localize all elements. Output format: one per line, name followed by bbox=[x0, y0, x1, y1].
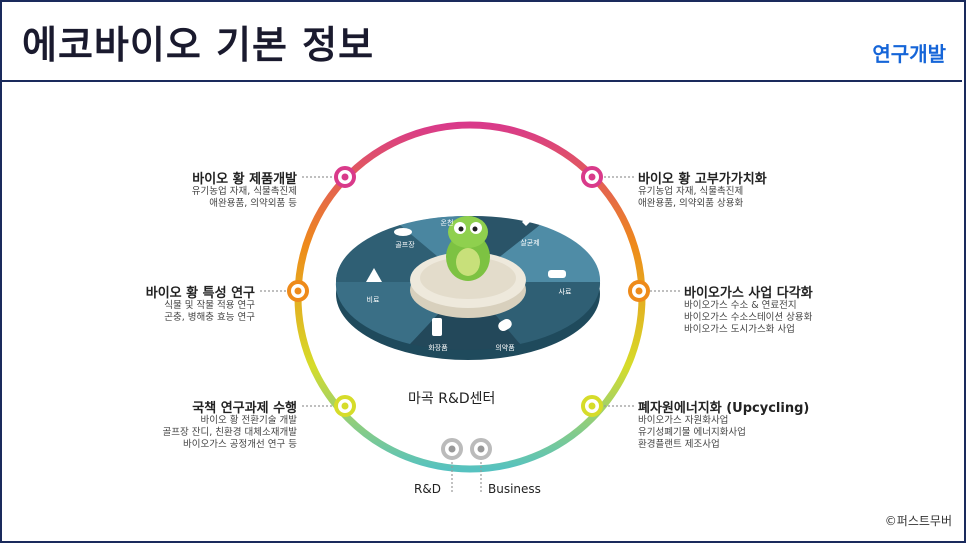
mascot-icon bbox=[446, 216, 490, 281]
ring-node-mid-left bbox=[287, 280, 309, 302]
page-title: 에코바이오 기본 정보 bbox=[22, 23, 375, 67]
copyright: ©퍼스트무버 bbox=[884, 514, 952, 528]
left-node-0-line-0: 유기농업 자재, 식물촉진제 bbox=[191, 186, 297, 197]
ring-node-mid-right bbox=[628, 280, 650, 302]
ring-node-rd bbox=[441, 438, 463, 460]
right-node-2-line-2: 환경플랜트 제조사업 bbox=[638, 439, 720, 450]
segment-icons bbox=[366, 204, 566, 336]
right-node-1-line-2: 바이오가스 도시가스화 사업 bbox=[684, 324, 795, 335]
right-node-0-line-0: 유기농업 자재, 식물촉진제 bbox=[638, 186, 744, 197]
segment-fertilizer: 비료 bbox=[367, 295, 380, 304]
left-node-2-lines: 바이오 황 전환기술 개발 골프장 잔디, 친환경 대체소재개발 바이오가스 공… bbox=[163, 415, 297, 451]
ecobio-diagram: 골프장 온천 살균제 사료 의약품 화장품 비료 bbox=[260, 121, 680, 494]
ring-node-bot-left bbox=[334, 395, 356, 417]
right-node-0-title: 바이오 황 고부가가치화 bbox=[638, 172, 767, 187]
segment-spa: 온천 bbox=[441, 218, 454, 227]
ring-node-bot-right bbox=[581, 395, 603, 417]
left-node-1-line-1: 곤충, 병해충 효능 연구 bbox=[164, 312, 255, 323]
right-node-2-line-0: 바이오가스 자원화사업 bbox=[638, 415, 729, 426]
right-node-1-title: 바이오가스 사업 다각화 bbox=[684, 286, 813, 301]
right-node-2-line-1: 유기성폐기물 에너지화사업 bbox=[638, 427, 746, 438]
segment-feed: 사료 bbox=[559, 287, 572, 296]
right-node-2-title: 폐자원에너지화 (Upcycling) bbox=[638, 401, 810, 416]
left-node-1-line-0: 식물 및 작물 적용 연구 bbox=[164, 300, 255, 311]
left-node-0-line-1: 애완용품, 의약외품 등 bbox=[209, 198, 297, 209]
right-node-0-line-1: 애완용품, 의약외품 상용화 bbox=[638, 198, 744, 209]
business-label: Business bbox=[488, 482, 541, 496]
ring-node-top-left bbox=[334, 166, 356, 188]
right-node-0-lines: 유기농업 자재, 식물촉진제 애완용품, 의약외품 상용화 bbox=[638, 186, 743, 210]
segment-medicine: 의약품 bbox=[495, 343, 515, 352]
center-label: 마곡 R&D센터 bbox=[408, 391, 496, 407]
left-node-2-line-2: 바이오가스 공정개선 연구 등 bbox=[183, 439, 297, 450]
left-node-2-line-0: 바이오 황 전환기술 개발 bbox=[200, 415, 297, 426]
rd-label: R&D bbox=[414, 482, 441, 496]
left-node-1-title: 바이오 황 특성 연구 bbox=[145, 286, 255, 301]
left-node-0-title: 바이오 황 제품개발 bbox=[192, 172, 297, 187]
center-disc bbox=[335, 215, 601, 360]
right-node-2-lines: 바이오가스 자원화사업 유기성폐기물 에너지화사업 환경플랜트 제조사업 bbox=[638, 415, 746, 451]
right-node-1-lines: 바이오가스 수소 & 연료전지 바이오가스 수소스테이션 상용화 바이오가스 도… bbox=[684, 300, 812, 336]
ring-node-business bbox=[470, 438, 492, 460]
header: 에코바이오 기본 정보 연구개발 bbox=[0, 0, 962, 82]
right-node-1-line-0: 바이오가스 수소 & 연료전지 bbox=[684, 300, 797, 311]
connector-lines bbox=[260, 176, 680, 494]
left-node-1-lines: 식물 및 작물 적용 연구 곤충, 병해충 효능 연구 bbox=[164, 300, 255, 324]
ring-node-top-right bbox=[581, 166, 603, 188]
left-node-2-line-1: 골프장 잔디, 친환경 대체소재개발 bbox=[162, 427, 297, 438]
left-node-2-title: 국책 연구과제 수행 bbox=[192, 401, 297, 416]
right-node-1-line-1: 바이오가스 수소스테이션 상용화 bbox=[684, 312, 813, 323]
segment-sterilizer: 살균제 bbox=[520, 238, 539, 247]
left-node-0-lines: 유기농업 자재, 식물촉진제 애완용품, 의약외품 등 bbox=[192, 186, 297, 210]
segment-golf: 골프장 bbox=[395, 240, 415, 249]
segment-cosmetics: 화장품 bbox=[428, 343, 448, 352]
section-tag: 연구개발 bbox=[872, 42, 946, 66]
